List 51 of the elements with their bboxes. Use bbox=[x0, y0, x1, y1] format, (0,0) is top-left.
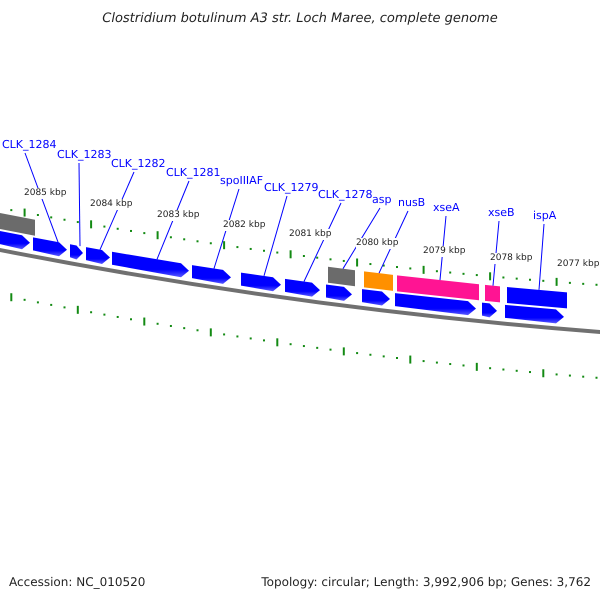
gene-bar bbox=[328, 266, 355, 286]
scale-label: 2082 kbp bbox=[223, 220, 266, 231]
gene-feature-block bbox=[112, 252, 189, 278]
gene-label: CLK_1279 bbox=[264, 181, 319, 195]
scale-label: 2078 kbp bbox=[490, 253, 532, 264]
gene-label: asp bbox=[372, 193, 392, 207]
leader-line bbox=[24, 152, 58, 243]
gene-feature-block bbox=[395, 293, 476, 316]
leader-line bbox=[304, 202, 342, 282]
scale-label: 2081 kbp bbox=[289, 229, 332, 240]
scale-label: 2077 kbp bbox=[557, 259, 600, 270]
gene-label: CLK_1281 bbox=[166, 166, 221, 180]
gene-label: xseB bbox=[488, 206, 515, 220]
gene-bar bbox=[0, 212, 35, 236]
gene-label: xseA bbox=[433, 201, 460, 215]
leader-line bbox=[538, 224, 544, 290]
leader-line bbox=[264, 196, 288, 276]
gene-bar bbox=[397, 275, 479, 300]
gene-label: spoIIIAF bbox=[220, 174, 264, 188]
gene-label: CLK_1278 bbox=[318, 188, 373, 202]
scale-label: 2080 kbp bbox=[356, 238, 398, 249]
gene-bar bbox=[485, 284, 500, 302]
genome-summary: Topology: circular; Length: 3,992,906 bp; Genes: 3,762 bbox=[261, 575, 591, 589]
gene-label: nusB bbox=[398, 196, 426, 210]
accession-text: Accession: NC_010520 bbox=[9, 575, 146, 589]
gene-feature-block bbox=[33, 237, 67, 256]
scale-label: 2083 kbp bbox=[157, 210, 200, 221]
gene-feature-block bbox=[285, 278, 320, 297]
gene-label: ispA bbox=[533, 209, 556, 223]
gene-feature-block bbox=[482, 302, 497, 318]
gene-bar bbox=[364, 271, 393, 291]
gene-feature-block bbox=[362, 289, 390, 306]
scale-label: 2085 kbp bbox=[24, 188, 66, 199]
leader-line bbox=[156, 180, 190, 260]
gene-label: CLK_1282 bbox=[111, 157, 166, 171]
gene-feature-block bbox=[505, 304, 564, 324]
gene-feature-block bbox=[326, 284, 352, 301]
leader-line bbox=[342, 208, 380, 270]
gene-label: CLK_1284 bbox=[2, 138, 57, 152]
leader-line bbox=[100, 172, 134, 250]
gene-label: CLK_1283 bbox=[57, 148, 112, 162]
gene-bar bbox=[507, 287, 567, 308]
leader-line bbox=[78, 162, 80, 247]
title: Clostridium botulinum A3 str. Loch Maree, complete genome bbox=[102, 10, 498, 28]
gene-feature-block bbox=[0, 230, 30, 250]
gene-feature-block bbox=[241, 272, 281, 292]
gene-feature-block bbox=[86, 247, 110, 264]
gene-feature-block bbox=[70, 244, 83, 260]
scale-label: 2079 kbp bbox=[423, 246, 466, 257]
gene-feature-block bbox=[192, 265, 231, 284]
scale-label: 2084 kbp bbox=[90, 199, 132, 210]
